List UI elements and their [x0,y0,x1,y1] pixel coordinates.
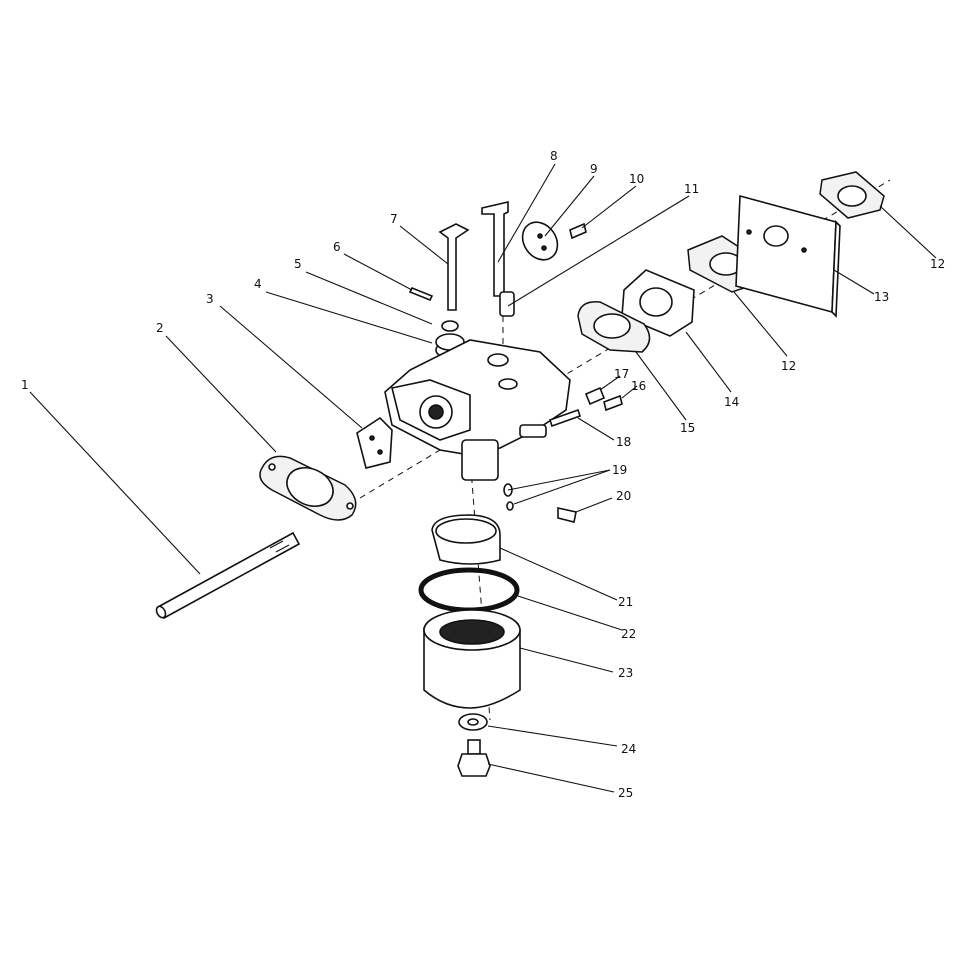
callout-4: 4 [254,277,262,291]
part-gasket-upper [819,171,885,219]
part-adapter [621,269,695,337]
callout-11: 11 [684,182,699,196]
part-throttle-shaft [438,223,470,311]
callout-19: 19 [612,463,627,477]
callout-12-upper: 12 [930,257,945,271]
callout-13: 13 [874,290,889,304]
part-small-fittings [503,483,514,511]
part-flange-gasket [259,455,357,521]
callout-15: 15 [680,421,695,435]
callout-16: 16 [631,379,646,393]
callout-12-lower: 12 [781,359,796,373]
part-choke-shaft [481,200,509,297]
part-gasket-lower [577,301,651,353]
callout-18: 18 [616,435,631,449]
callout-10: 10 [629,172,644,186]
callout-24: 24 [621,742,636,756]
callout-17: 17 [614,367,629,381]
part-fitting [499,291,515,317]
part-screws [548,386,623,523]
part-float-bowl [423,609,521,709]
callout-7: 7 [390,212,398,226]
callout-25: 25 [618,786,633,800]
callout-2: 2 [156,321,164,335]
callout-3: 3 [206,292,214,306]
callout-5: 5 [294,257,302,271]
callout-8: 8 [550,149,558,163]
part-stud [155,531,301,620]
callout-21: 21 [618,595,633,609]
leader-lines [29,163,937,793]
callout-20: 20 [616,489,631,503]
callout-6: 6 [333,240,341,254]
part-bowl-bolt [457,739,491,777]
callout-22: 22 [621,627,636,641]
callout-14: 14 [724,395,739,409]
callout-1: 1 [21,378,29,392]
part-o-ring [418,567,520,613]
callout-9: 9 [590,162,598,176]
part-carburetor-body [384,339,571,481]
callout-labels: 1 2 3 4 5 6 7 8 9 10 11 12 12 13 14 15 1… [21,149,945,800]
part-float [431,514,501,565]
part-washer [458,713,488,731]
part-plate [356,416,393,469]
part-plate-disc [521,221,587,261]
part-mounting-plate [735,194,841,318]
callout-23: 23 [618,666,633,680]
